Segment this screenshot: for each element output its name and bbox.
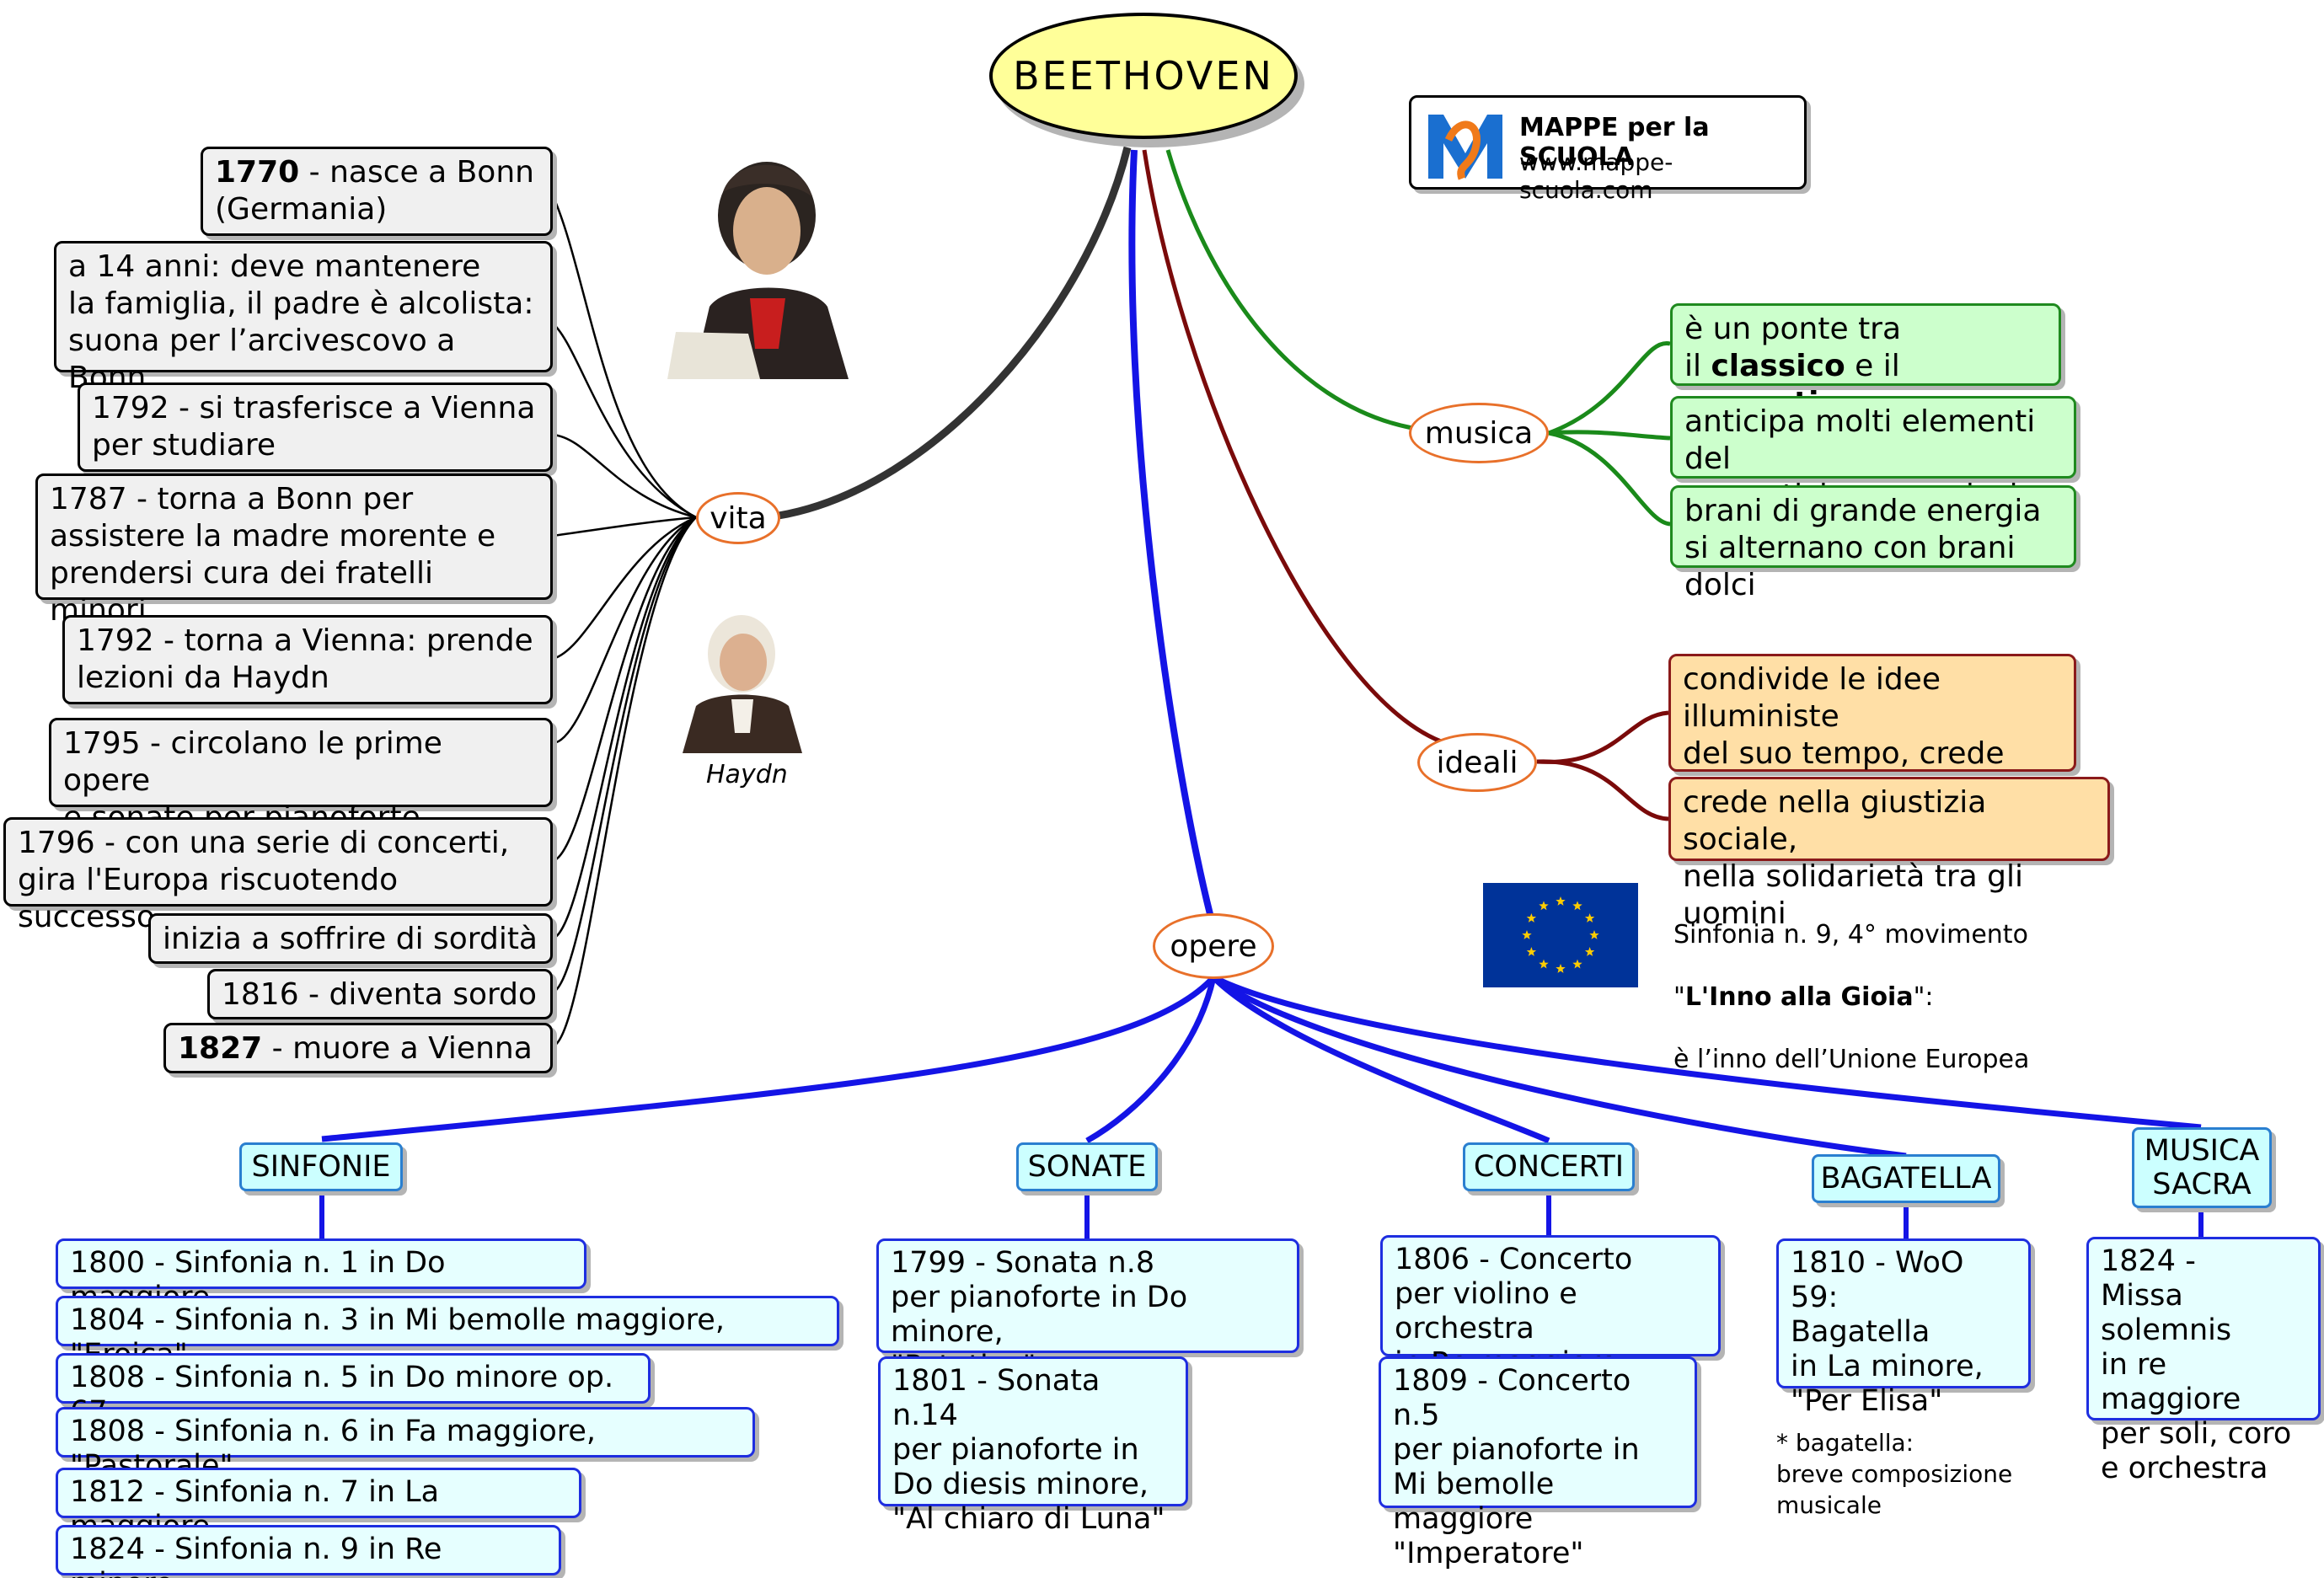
eu-flag-icon xyxy=(1483,883,1638,987)
sonata-item-chiaro-di-luna[interactable]: 1801 - Sonata n.14 per pianoforte in Do … xyxy=(878,1356,1188,1536)
vita-item-1827[interactable]: 1827 - muore a Vienna xyxy=(163,1023,553,1073)
mappe-logo[interactable]: MAPPE per la SCUOLA www.mappe-scuola.com xyxy=(1409,95,1807,204)
eu-star-icon xyxy=(1556,896,1566,906)
eu-star-icon xyxy=(1539,901,1549,911)
vita-item-1787[interactable]: 1787 - torna a Bonn per assistere la mad… xyxy=(35,473,553,628)
vita-item-1792-vienna[interactable]: 1792 - si trasferisce a Vienna per studi… xyxy=(78,382,553,472)
eu-star-icon xyxy=(1584,947,1595,956)
eu-note-line1: Sinfonia n. 9, 4° movimento xyxy=(1673,920,2028,949)
category-concerti-label: CONCERTI xyxy=(1473,1150,1625,1184)
branch-musica[interactable]: musica xyxy=(1409,403,1549,463)
eu-star-icon xyxy=(1584,913,1595,923)
vita-item-1795[interactable]: 1795 - circolano le prime opere e sonate… xyxy=(49,718,553,835)
vita-item-1792-haydn[interactable]: 1792 - torna a Vienna: prende lezioni da… xyxy=(62,615,553,704)
musica-item-anticipa[interactable]: anticipa molti elementi del romanticismo… xyxy=(1670,396,2076,513)
eu-note-line3: è l’inno dell’Unione Europea xyxy=(1673,1045,2030,1074)
category-sonate[interactable]: SONATE xyxy=(1016,1142,1158,1191)
vita-item-1796[interactable]: 1796 - con una serie di concerti, gira l… xyxy=(3,817,553,934)
vita-links xyxy=(550,195,697,1048)
branch-opere[interactable]: opere xyxy=(1153,913,1274,979)
sinfonia-item[interactable]: 1808 - Sinfonia n. 5 in Do minore op. 67 xyxy=(56,1353,651,1429)
haydn-portrait-icon xyxy=(676,607,809,753)
link-title-opere xyxy=(1128,149,1213,915)
sinfonia-item[interactable]: 1812 - Sinfonia n. 7 in La maggiore xyxy=(56,1468,581,1543)
vita-item-1816[interactable]: 1816 - diventa sordo xyxy=(207,969,553,1019)
eu-star-icon xyxy=(1539,959,1549,969)
ideali-item-illuministe[interactable]: condivide le idee illuministe del suo te… xyxy=(1668,654,2076,845)
logo-title: MAPPE per la SCUOLA xyxy=(1519,113,1710,172)
bagatella-footnote: * bagatella: breve composizione musicale xyxy=(1776,1429,2013,1519)
category-sinfonie[interactable]: SINFONIE xyxy=(239,1142,403,1191)
vita-item-sordita[interactable]: inizia a soffrire di sordità xyxy=(148,913,553,964)
category-sinfonie-label: SINFONIE xyxy=(251,1150,391,1184)
musica-links xyxy=(1548,341,1671,527)
title-node[interactable]: BEETHOVEN xyxy=(989,13,1298,139)
link-title-ideali xyxy=(1142,149,1442,744)
category-concerti[interactable]: CONCERTI xyxy=(1463,1142,1635,1191)
link-title-vita xyxy=(778,146,1132,520)
eu-star-icon xyxy=(1572,959,1582,969)
category-stems xyxy=(319,1190,2204,1238)
eu-note-anthem: L'Inno alla Gioia xyxy=(1684,982,1914,1012)
category-musica-sacra[interactable]: MUSICA SACRA xyxy=(2132,1127,2272,1208)
vita-item-1770[interactable]: 1770 - nasce a Bonn (Germania) xyxy=(201,147,553,236)
eu-star-icon xyxy=(1572,901,1582,911)
concerto-item-violino[interactable]: 1806 - Concerto per violino e orchestra … xyxy=(1380,1235,1721,1415)
eu-star-icon xyxy=(1589,930,1599,939)
opere-links xyxy=(321,974,2202,1159)
musica-item-brani[interactable]: brani di grande energia si alternano con… xyxy=(1670,485,2076,602)
category-bagatella[interactable]: BAGATELLA xyxy=(1812,1154,2000,1203)
branch-ideali[interactable]: ideali xyxy=(1417,733,1537,792)
branch-vita-label: vita xyxy=(710,500,767,536)
ideali-links xyxy=(1536,710,1669,821)
category-musica-sacra-label: MUSICA SACRA xyxy=(2144,1134,2260,1201)
musica-item-ponte[interactable]: è un ponte tra il classico e il romantic… xyxy=(1670,303,2061,420)
branch-ideali-label: ideali xyxy=(1436,745,1518,780)
eu-star-icon xyxy=(1526,913,1537,923)
mappe-logo-icon xyxy=(1428,115,1502,180)
category-bagatella-label: BAGATELLA xyxy=(1820,1162,1992,1196)
link-title-musica xyxy=(1165,149,1413,431)
sinfonia-item[interactable]: 1808 - Sinfonia n. 6 in Fa maggiore, "Pa… xyxy=(56,1407,755,1483)
branch-opere-label: opere xyxy=(1170,928,1257,964)
haydn-caption: Haydn xyxy=(706,760,788,789)
beethoven-portrait-icon xyxy=(667,138,868,379)
eu-star-icon xyxy=(1556,964,1566,973)
bagatella-item-per-elisa[interactable]: 1810 - WoO 59: Bagatella in La minore, "… xyxy=(1776,1238,2031,1418)
sinfonia-item[interactable]: 1800 - Sinfonia n. 1 in Do maggiore xyxy=(56,1238,586,1314)
musica-sacra-item-missa[interactable]: 1824 - Missa solemnis in re maggiore per… xyxy=(2086,1237,2321,1485)
eu-star-icon xyxy=(1526,947,1537,956)
branch-vita[interactable]: vita xyxy=(696,492,780,544)
concerto-item-imperatore[interactable]: 1809 - Concerto n.5 per pianoforte in Mi… xyxy=(1379,1356,1697,1570)
ideali-item-giustizia[interactable]: crede nella giustizia sociale, nella sol… xyxy=(1668,777,2110,931)
vita-item-14-anni[interactable]: a 14 anni: deve mantenere la famiglia, i… xyxy=(54,241,553,395)
sinfonia-item[interactable]: 1824 - Sinfonia n. 9 in Re minore xyxy=(56,1525,561,1578)
sinfonia-item[interactable]: 1804 - Sinfonia n. 3 in Mi bemolle maggi… xyxy=(56,1296,839,1372)
eu-star-icon xyxy=(1522,930,1532,939)
title-text: BEETHOVEN xyxy=(1013,53,1274,99)
eu-anthem-note: Sinfonia n. 9, 4° movimento "L'Inno alla… xyxy=(1673,920,2030,1074)
branch-musica-label: musica xyxy=(1424,415,1534,451)
category-sonate-label: SONATE xyxy=(1027,1150,1147,1184)
sonata-item-patetica[interactable]: 1799 - Sonata n.8 per pianoforte in Do m… xyxy=(876,1238,1299,1383)
logo-url: www.mappe-scuola.com xyxy=(1519,148,1673,204)
